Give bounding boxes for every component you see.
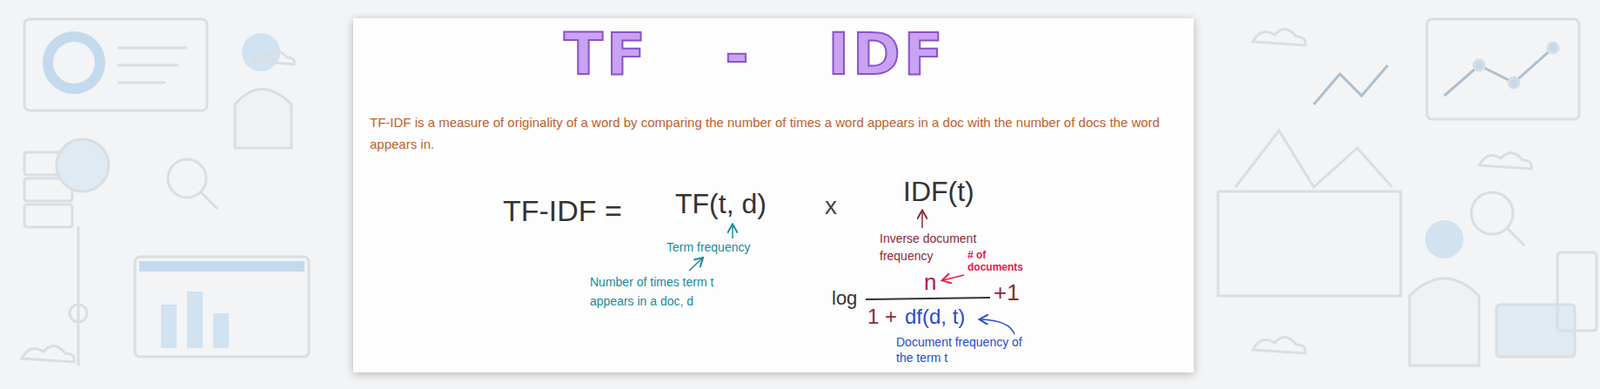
description-text: TF-IDF is a measure of originality of a … xyxy=(369,111,1184,155)
annotation-text: Document frequency of the term t xyxy=(896,334,1024,366)
leader-arrow xyxy=(689,258,703,271)
operator-text: x xyxy=(824,191,837,221)
formula-text: TF(t, d) xyxy=(675,186,767,221)
fraction-bar xyxy=(865,297,991,300)
formula-text: TF-IDF = xyxy=(502,193,623,228)
title: TF - IDF xyxy=(563,22,947,88)
formula-text: 1 + xyxy=(867,304,898,329)
annotation-text: # of documents xyxy=(967,248,1027,274)
leader-arrow xyxy=(731,225,734,239)
leader-arrow xyxy=(921,211,924,228)
annotation-text: Term frequency xyxy=(666,239,750,255)
formula-text: log xyxy=(831,287,857,310)
formula-text: IDF(t) xyxy=(903,174,975,209)
leader-arrow xyxy=(943,274,965,281)
leader-arrow xyxy=(980,319,1015,335)
formula-text: +1 xyxy=(993,280,1020,305)
formula-text: n xyxy=(923,269,937,295)
formula-text: df(d, t) xyxy=(904,304,965,329)
annotation-text: Number of times term t appears in a doc,… xyxy=(589,272,740,311)
